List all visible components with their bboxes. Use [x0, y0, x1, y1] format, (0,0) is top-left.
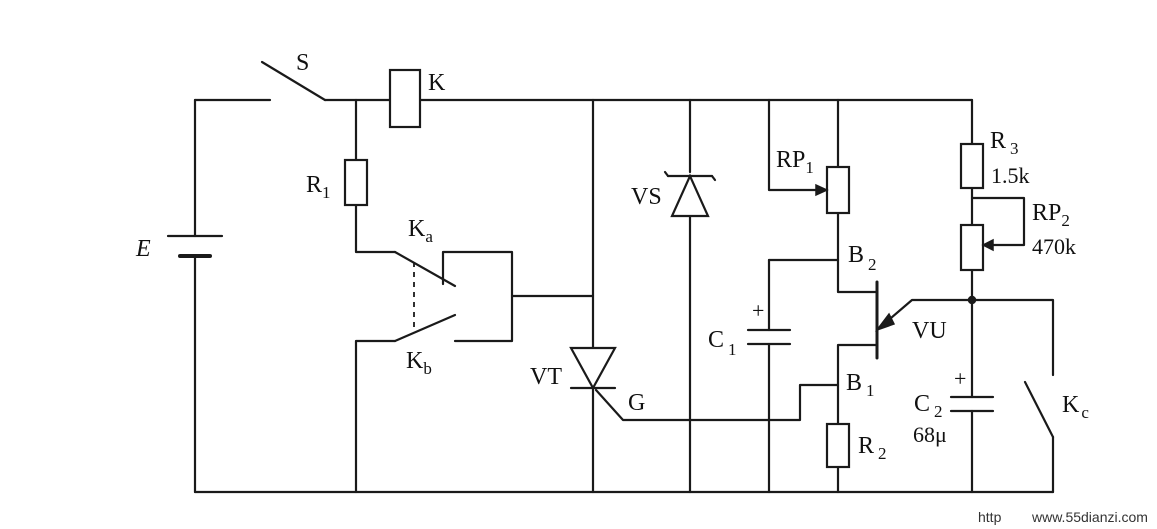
resistor-r3 [959, 142, 985, 190]
relay-contacts [393, 250, 457, 343]
label-vt: VT [530, 364, 562, 390]
resistor-r1 [343, 158, 369, 207]
label-e: E [135, 236, 151, 262]
label-c2-value: 68μ [913, 422, 947, 447]
capacitor-c1 [746, 328, 792, 346]
b2-lead [836, 258, 879, 294]
label-g: G [628, 390, 645, 416]
switch-s [260, 60, 327, 102]
ujt-vu [874, 280, 896, 360]
capacitor-c2 [949, 395, 995, 413]
kc-wire-top [970, 298, 1055, 377]
label-k: K [428, 70, 446, 96]
wires [193, 98, 1055, 494]
label-rp2-value: 470k [1032, 234, 1076, 259]
label-c1-plus: + [752, 298, 764, 323]
switch-s-blade [260, 60, 327, 102]
label-rp1: RP1 [776, 147, 814, 177]
label-r1: R1 [306, 172, 331, 202]
emitter-arrow [874, 312, 896, 332]
switch-kc-blade [1023, 380, 1055, 439]
contact-ka-blade [393, 250, 457, 288]
watermark-right: www.55dianzi.com [1031, 509, 1148, 525]
label-kb: Kb [406, 348, 432, 378]
resistor-r2 [825, 422, 851, 469]
kb-wire [354, 339, 397, 494]
gate-wire [594, 383, 840, 422]
rp2-bypass-wire [970, 196, 1026, 247]
label-ka: Ka [408, 216, 433, 246]
junction-node [967, 295, 977, 305]
b1-lead [836, 343, 879, 426]
label-r3-value: 1.5k [991, 163, 1030, 188]
thyristor-vt [569, 346, 617, 391]
contact-kb-blade [393, 313, 457, 343]
label-vs: VS [631, 184, 662, 210]
label-c2-plus: + [954, 366, 966, 391]
label-s: S [296, 50, 309, 76]
rp1-wiper-wire [767, 98, 827, 192]
watermark: http www.55dianzi.com [978, 509, 1148, 525]
potentiometer-rp2 [959, 223, 994, 272]
ka-contact-wire [441, 250, 514, 343]
relay-coil-k [388, 68, 422, 129]
r1-wire-bottom [354, 203, 397, 254]
potentiometer-rp1 [815, 165, 851, 215]
label-rp2: RP2 [1032, 200, 1070, 230]
battery-e [166, 234, 224, 258]
label-vu: VU [912, 318, 947, 344]
zener-vs [663, 170, 717, 218]
watermark-left: http [978, 509, 1002, 525]
